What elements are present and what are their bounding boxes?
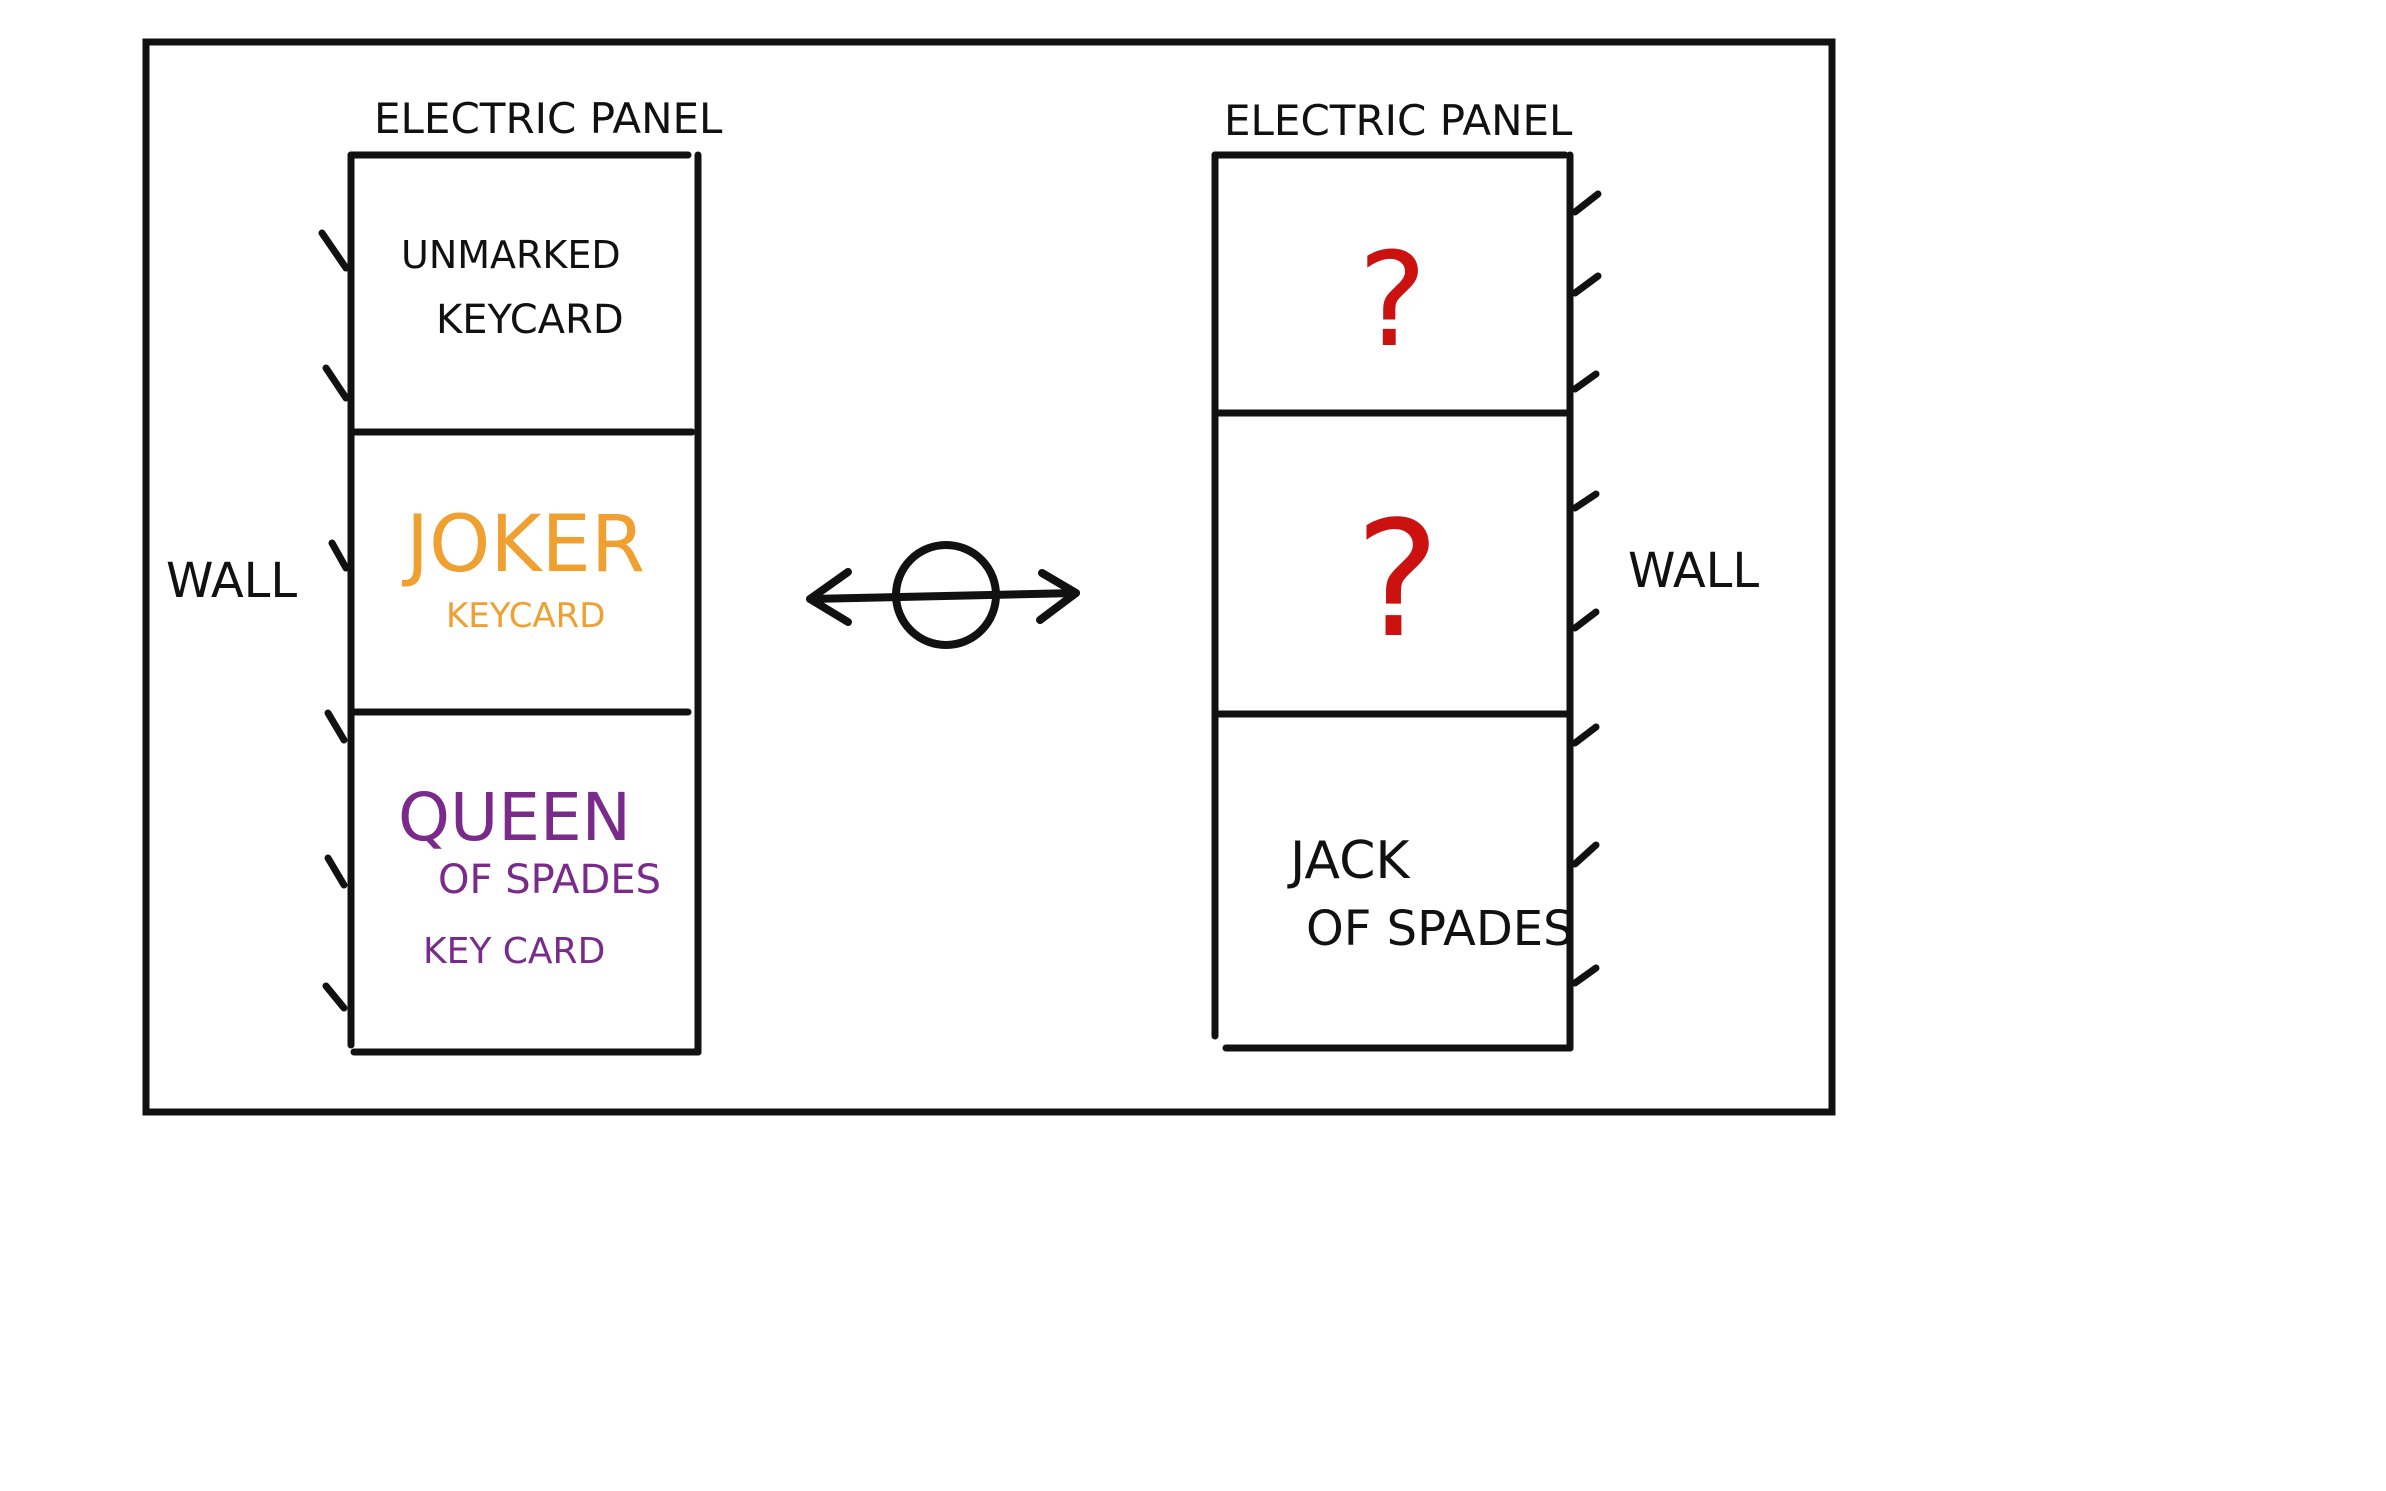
right-electric-panel [1211,151,1574,1052]
slot-label-line: OF SPADES [1306,901,1574,957]
left-slot-unmarked: UNMARKED KEYCARD [401,233,624,343]
left-slot-queen: QUEEN OF SPADES KEY CARD [398,779,661,972]
left-electric-panel [347,151,702,1056]
right-slot-unknown-1: ? [1358,224,1427,376]
left-wall-hatches [318,229,350,1012]
slot-label-line: KEYCARD [436,297,624,343]
slot-label-line: QUEEN [398,779,631,856]
slot-label-line: JOKER [401,500,645,590]
left-wall-label: WALL [166,553,297,609]
room-outline [142,38,1836,1116]
right-panel-label: ELECTRIC PANEL [1224,96,1573,145]
right-wall-label: WALL [1628,543,1759,599]
slot-label-line: KEYCARD [446,596,606,636]
right-slot-jack: JACK OF SPADES [1287,831,1574,957]
slot-label-line: JACK [1287,831,1411,891]
left-slot-joker: JOKER KEYCARD [401,500,645,636]
player-swap-icon [806,541,1080,649]
slot-label-line: UNMARKED [401,233,621,277]
slot-label-line: OF SPADES [438,857,661,903]
left-panel-label: ELECTRIC PANEL [374,94,723,143]
right-slot-unknown-2: ? [1355,486,1440,673]
right-wall-hatches [1571,190,1602,987]
slot-label-line: KEY CARD [423,931,605,972]
